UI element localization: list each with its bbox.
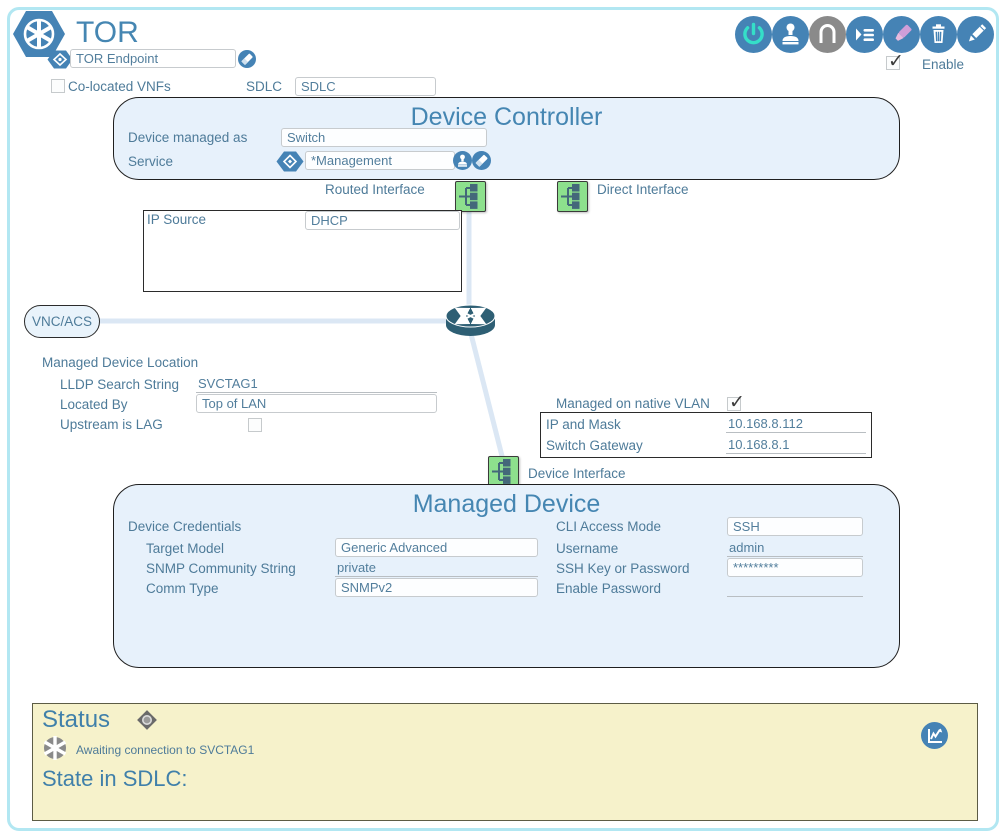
device-controller-panel: Device Controller	[113, 97, 900, 180]
ip-source-input[interactable]	[305, 211, 460, 230]
device-credentials-label: Device Credentials	[128, 519, 242, 534]
delete-button[interactable]	[920, 16, 957, 53]
device-controller-title: Device Controller	[410, 103, 603, 131]
direct-interface-label: Direct Interface	[597, 182, 689, 197]
managed-native-vlan-label: Managed on native VLAN	[556, 396, 710, 411]
cli-access-mode-label: CLI Access Mode	[556, 519, 662, 534]
status-diamond-icon	[137, 710, 157, 730]
erase-endpoint-button[interactable]	[238, 50, 256, 68]
device-interface-node[interactable]	[488, 456, 519, 487]
eraser-icon	[241, 53, 253, 66]
enable-password-input[interactable]	[727, 578, 863, 597]
routed-interface-label: Routed Interface	[325, 182, 425, 197]
service-input[interactable]	[305, 151, 455, 170]
upstream-lag-label: Upstream is LAG	[60, 417, 163, 432]
cli-access-mode-input[interactable]	[727, 517, 863, 536]
status-chart-button[interactable]	[921, 722, 948, 749]
target-model-input[interactable]	[335, 538, 538, 557]
tor-hexagon-icon	[13, 11, 65, 57]
endpoint-badge-icon	[47, 50, 73, 69]
username-label: Username	[556, 541, 619, 556]
stamp-button[interactable]	[772, 16, 809, 53]
routed-interface-node[interactable]	[455, 181, 486, 212]
arch-button[interactable]	[809, 16, 846, 53]
power-icon	[743, 22, 764, 45]
upstream-lag-checkbox[interactable]	[248, 418, 262, 432]
located-by-input[interactable]	[196, 394, 437, 413]
page-border	[7, 7, 999, 831]
highlight-button[interactable]	[883, 16, 920, 53]
sdlc-label: SDLC	[246, 79, 283, 94]
ssh-key-label: SSH Key or Password	[556, 561, 690, 576]
direct-interface-node[interactable]	[557, 181, 588, 212]
snmp-community-input[interactable]	[335, 558, 538, 577]
stamp-icon	[458, 154, 467, 167]
target-model-label: Target Model	[146, 541, 225, 556]
service-erase-button[interactable]	[472, 151, 491, 170]
status-title: Status	[42, 706, 111, 733]
ip-and-mask-label: IP and Mask	[546, 417, 621, 432]
lldp-label: LLDP Search String	[60, 377, 180, 392]
switch-gateway-label: Switch Gateway	[546, 438, 643, 453]
comm-type-label: Comm Type	[146, 581, 219, 596]
chart-icon	[928, 728, 943, 743]
device-interface-label: Device Interface	[528, 466, 626, 481]
managed-device-title: Managed Device	[412, 490, 601, 518]
edit-button[interactable]	[957, 16, 994, 53]
device-managed-as-input[interactable]	[281, 128, 487, 147]
state-in-sdlc-label: State in SDLC:	[42, 766, 188, 791]
vnc-acs-node[interactable]: VNC/ACS	[24, 305, 100, 338]
co-located-label: Co-located VNFs	[68, 79, 171, 94]
located-by-label: Located By	[60, 397, 128, 412]
snmp-community-label: SNMP Community String	[146, 561, 296, 576]
page-title: TOR	[76, 16, 139, 49]
list-button[interactable]	[846, 16, 883, 53]
service-label: Service	[128, 154, 174, 169]
switch-gateway-input[interactable]	[726, 435, 866, 454]
status-panel	[32, 703, 978, 821]
router-icon[interactable]	[444, 303, 497, 339]
interface-icon	[491, 459, 510, 484]
service-assign-button[interactable]	[453, 151, 472, 170]
awaiting-connection-icon	[43, 736, 67, 760]
managed-native-vlan-checkbox[interactable]	[727, 391, 745, 414]
enable-password-label: Enable Password	[556, 581, 662, 596]
enable-label: Enable	[922, 57, 965, 72]
interface-icon	[458, 184, 477, 209]
eraser-icon	[475, 154, 488, 167]
highlighter-icon	[895, 24, 912, 41]
interface-icon	[560, 184, 579, 209]
device-managed-as-label: Device managed as	[128, 130, 248, 145]
power-button[interactable]	[735, 16, 772, 53]
ip-source-label: IP Source	[147, 212, 207, 227]
service-badge-icon	[276, 151, 304, 172]
ssh-key-input[interactable]	[727, 558, 863, 577]
ip-and-mask-input[interactable]	[726, 414, 866, 433]
trash-icon	[932, 24, 945, 43]
arch-icon	[819, 24, 836, 43]
location-section-title: Managed Device Location	[42, 355, 199, 370]
pencil-icon	[968, 24, 987, 42]
enable-checkbox[interactable]	[886, 50, 904, 73]
comm-type-input[interactable]	[335, 578, 538, 597]
sdlc-input[interactable]	[295, 77, 436, 96]
co-located-checkbox[interactable]	[51, 79, 65, 93]
endpoint-name-input[interactable]	[70, 49, 236, 68]
stamp-icon	[782, 23, 799, 45]
list-icon	[856, 28, 874, 41]
status-message: Awaiting connection to SVCTAG1	[76, 743, 255, 757]
username-input[interactable]	[727, 538, 863, 557]
lldp-input[interactable]	[196, 374, 437, 393]
